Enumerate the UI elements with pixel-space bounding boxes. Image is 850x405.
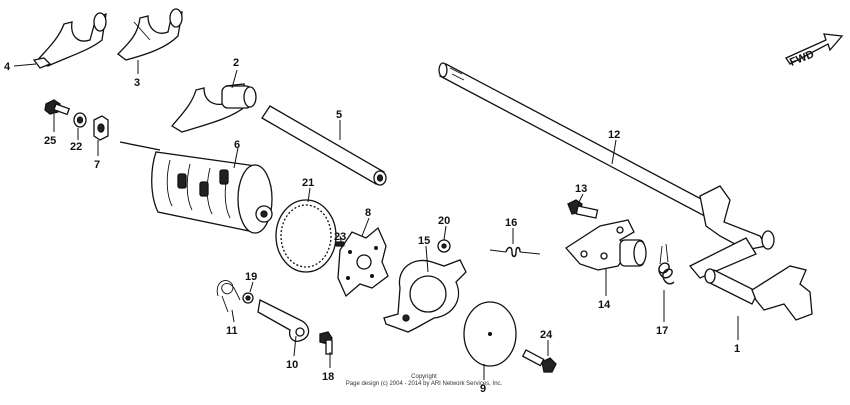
collar-7 [93, 115, 109, 141]
callout-11: 11 [226, 325, 238, 337]
callout-8: 8 [365, 207, 371, 219]
copyright-notice: Copyright Page design (c) 2004 - 2014 by… [346, 374, 503, 387]
callout-25: 25 [44, 135, 56, 147]
washer-19 [242, 292, 254, 304]
callout-17: 17 [656, 325, 668, 337]
callout-9: 9 [480, 383, 486, 395]
spring-16 [489, 246, 541, 258]
bolt-25 [44, 99, 70, 116]
callout-20: 20 [438, 215, 450, 227]
callout-1: 1 [734, 343, 740, 355]
callout-10: 10 [286, 359, 298, 371]
bolt-18 [319, 331, 333, 355]
callout-16: 16 [505, 217, 517, 229]
callout-6: 6 [234, 139, 240, 151]
plate-15 [383, 259, 467, 333]
stopper-arm-10 [257, 299, 310, 342]
bolt-24 [521, 349, 557, 373]
shift-arm-plate-14 [565, 219, 647, 271]
drum-center-plate-8 [337, 226, 389, 298]
copyright-line-1: Copyright [411, 374, 437, 380]
shift-fork-4 [32, 12, 107, 69]
copyright-line-2: Page design (c) 2004 - 2014 by ARI Netwo… [346, 381, 503, 387]
leader-lines [13, 60, 739, 380]
bolt-13 [567, 199, 599, 219]
callout-14: 14 [598, 299, 611, 311]
callout-4: 4 [4, 61, 11, 73]
callout-15: 15 [418, 235, 430, 247]
shift-fork-2 [171, 83, 257, 133]
bearing-21 [275, 199, 337, 273]
fwd-label: FWD [788, 48, 816, 69]
callout-12: 12 [608, 129, 620, 141]
fork-shaft-5 [261, 105, 387, 186]
washer-20 [437, 239, 451, 253]
callout-24: 24 [540, 329, 553, 341]
fwd-arrow: FWD [785, 33, 844, 69]
disc-plate-9 [463, 301, 517, 367]
callout-13: 13 [575, 183, 587, 195]
callout-23: 23 [334, 231, 346, 243]
shift-drum-6 [119, 141, 273, 234]
shift-arm-1 [704, 265, 813, 321]
callout-18: 18 [322, 371, 334, 383]
callout-3: 3 [134, 77, 140, 89]
callout-19: 19 [245, 271, 257, 283]
callout-5: 5 [336, 109, 342, 121]
callout-22: 22 [70, 141, 82, 153]
return-spring-17 [658, 243, 675, 285]
callout-7: 7 [94, 159, 100, 171]
spring-11 [216, 280, 241, 313]
shift-fork-3 [117, 8, 183, 61]
callout-labels: 4 3 2 5 6 25 22 7 21 8 23 20 15 16 13 14… [4, 57, 740, 395]
callout-21: 21 [302, 177, 314, 189]
gearshift-spindle-12 [438, 62, 775, 279]
washer-22 [73, 112, 87, 128]
callout-2: 2 [233, 57, 239, 69]
